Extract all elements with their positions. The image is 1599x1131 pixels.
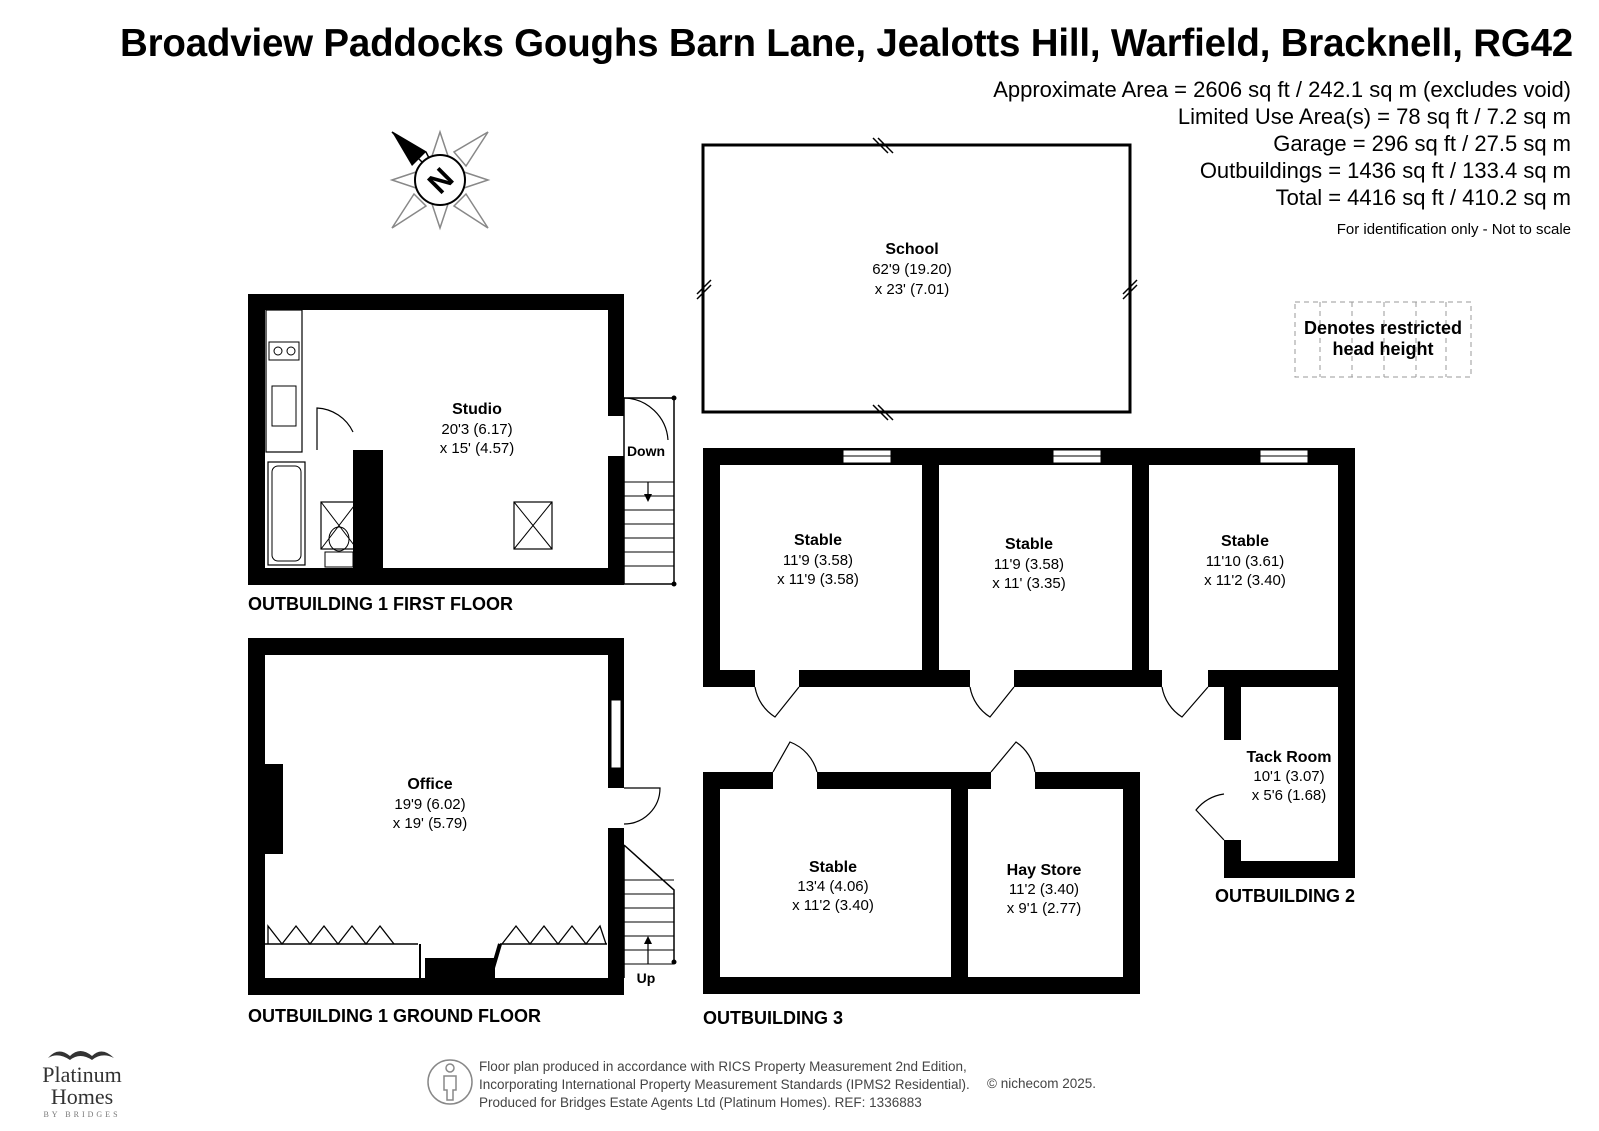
brand-subtitle: BY BRIDGES [43,1110,121,1119]
stairs-down-label: Down [627,443,665,459]
footer-line-2: Incorporating International Property Mea… [479,1077,970,1092]
first-floor-label: OUTBUILDING 1 FIRST FLOOR [248,594,513,614]
identification-note: For identification only - Not to scale [1336,221,1571,238]
stairs-up-label: Up [637,970,656,986]
school-dim2: x 23' (7.01) [875,281,950,298]
stable4-dim2: x 11'2 (3.40) [792,897,874,914]
outbuilding2 [703,448,1355,878]
stable3-dim1: 11'10 (3.61) [1206,553,1284,570]
stable1-dim1: 11'9 (3.58) [783,552,853,569]
outbuilding3 [703,741,1140,994]
stable4-label: Stable [809,859,857,876]
brand-logo: Platinum Homes BY BRIDGES [30,1050,134,1120]
area-garage: Garage = 296 sq ft / 27.5 sq m [1273,131,1571,156]
studio-dim1: 20'3 (6.17) [441,421,512,438]
studio-label: Studio [452,401,502,418]
tack-room-dim2: x 5'6 (1.68) [1252,787,1327,804]
brand-name-line-2: Homes [50,1084,114,1109]
area-approximate: Approximate Area = 2606 sq ft / 242.1 sq… [993,77,1571,102]
school-room [696,137,1138,421]
outbuilding3-label: OUTBUILDING 3 [703,1008,843,1028]
legend-line-2: head height [1332,339,1433,359]
legend-line-1: Denotes restricted [1304,318,1462,338]
page-title: Broadview Paddocks Goughs Barn Lane, Jea… [120,22,1573,65]
school-dim1: 62'9 (19.20) [872,261,952,278]
tack-room-label: Tack Room [1246,749,1331,766]
outbuilding2-label: OUTBUILDING 2 [1215,886,1355,906]
stable4-dim1: 13'4 (4.06) [797,878,868,895]
person-icon [427,1059,473,1105]
outbuilding1-first-floor [248,294,677,587]
brand-name-line-1: Platinum [42,1062,122,1087]
area-summary: Approximate Area = 2606 sq ft / 242.1 sq… [993,76,1571,211]
footer-line-1: Floor plan produced in accordance with R… [479,1059,967,1074]
stable1-label: Stable [794,532,842,549]
brand-logo-icon [48,1051,114,1060]
outbuilding1-ground-floor [248,638,677,995]
hay-store-dim2: x 9'1 (2.77) [1007,900,1082,917]
footer-line-3: Produced for Bridges Estate Agents Ltd (… [479,1095,922,1110]
ground-floor-label: OUTBUILDING 1 GROUND FLOOR [248,1006,541,1026]
hay-store-label: Hay Store [1007,862,1082,879]
tack-room-dim1: 10'1 (3.07) [1253,768,1324,785]
school-label: School [885,241,938,258]
office-dim1: 19'9 (6.02) [394,796,465,813]
office-dim2: x 19' (5.79) [393,815,468,832]
stable2-label: Stable [1005,536,1053,553]
compass-icon: N [389,129,491,231]
stable3-label: Stable [1221,533,1269,550]
stable1-dim2: x 11'9 (3.58) [777,571,859,588]
studio-dim2: x 15' (4.57) [440,440,515,457]
room-labels: School 62'9 (19.20) x 23' (7.01) Studio … [248,241,1355,1028]
copyright: © nichecom 2025. [987,1076,1097,1091]
stable2-dim1: 11'9 (3.58) [994,556,1064,573]
area-total: Total = 4416 sq ft / 410.2 sq m [1275,185,1571,210]
area-outbuildings: Outbuildings = 1436 sq ft / 133.4 sq m [1199,158,1571,183]
area-limited-use: Limited Use Area(s) = 78 sq ft / 7.2 sq … [1177,104,1571,129]
stable3-dim2: x 11'2 (3.40) [1204,572,1286,589]
office-label: Office [407,776,452,793]
hay-store-dim1: 11'2 (3.40) [1009,881,1079,898]
restricted-height-legend: Denotes restricted head height [1294,301,1472,378]
footer-note: Floor plan produced in accordance with R… [479,1058,970,1112]
stable2-dim2: x 11' (3.35) [992,575,1065,592]
